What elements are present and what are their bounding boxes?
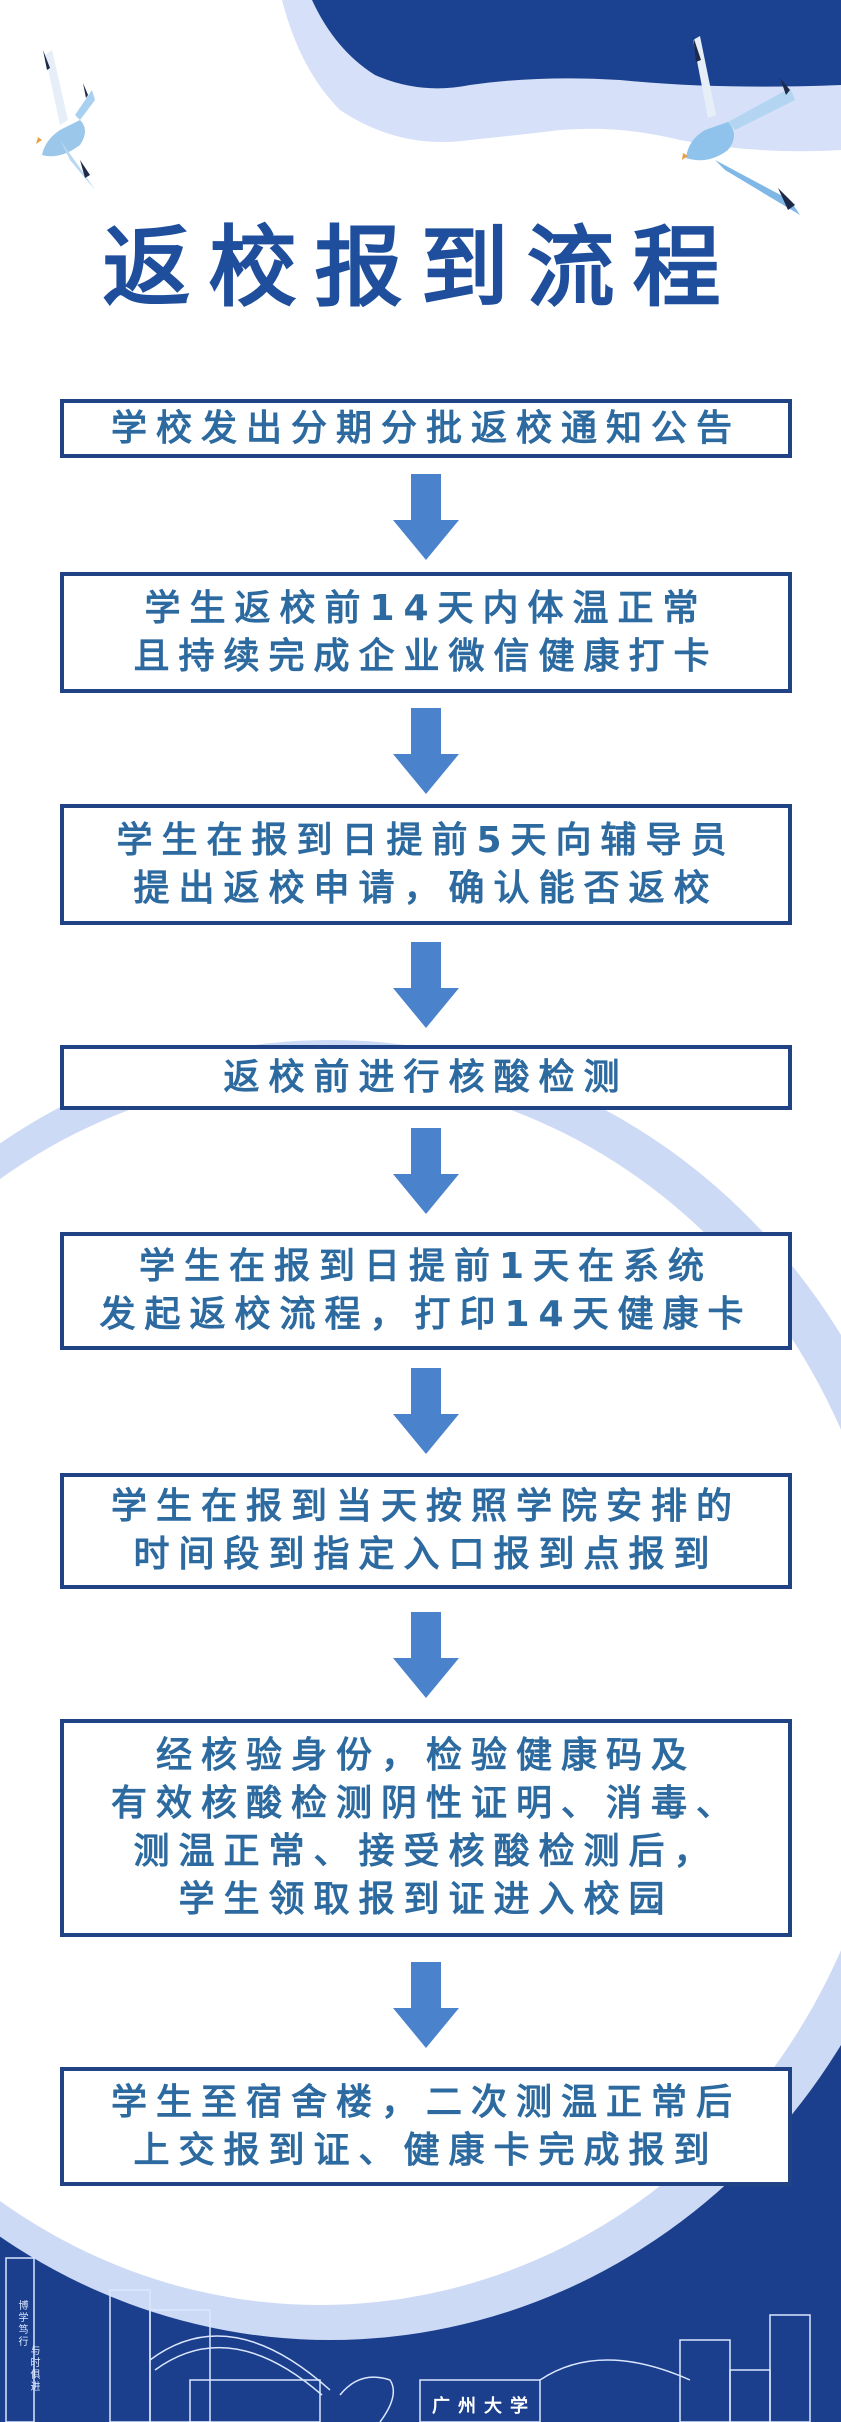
- step-4-box: 返校前进行核酸检测: [60, 1045, 792, 1110]
- step-2-box: 学生返校前14天内体温正常 且持续完成企业微信健康打卡: [60, 572, 792, 693]
- university-name: 广州大学: [432, 2396, 536, 2417]
- step-text: 上交报到证、健康卡完成报到: [133, 2129, 719, 2171]
- step-text: 经核验身份，检验健康码及: [155, 1735, 696, 1776]
- step-7-box: 经核验身份，检验健康码及 有效核酸检测阴性证明、消毒、 测温正常、接受核酸检测后…: [60, 1719, 792, 1937]
- step-text: 学校发出分期分批返校通知公告: [110, 407, 741, 449]
- arrow-down-icon: [393, 1128, 459, 1214]
- step-text: 提出返校申请，确认能否返校: [133, 867, 719, 909]
- step-1-box: 学校发出分期分批返校通知公告: [60, 399, 792, 458]
- step-text: 学生在报到日提前1天在系统: [138, 1246, 714, 1287]
- seagull-right-icon: [682, 36, 800, 215]
- step-text: 学生返校前14天内体温正常: [144, 587, 708, 629]
- arrow-down-icon: [393, 1612, 459, 1698]
- step-text: 且持续完成企业微信健康打卡: [133, 635, 719, 677]
- motto-1: 博学笃行: [16, 2300, 27, 2348]
- campus-buildings-illustration: [5, 2257, 811, 2422]
- arrow-down-icon: [393, 1962, 459, 2048]
- motto-2: 与时俱进: [28, 2345, 39, 2393]
- step-5-box: 学生在报到日提前1天在系统 发起返校流程，打印14天健康卡: [60, 1232, 792, 1350]
- step-text: 学生至宿舍楼，二次测温正常后: [110, 2081, 741, 2123]
- step-text: 有效核酸检测阴性证明、消毒、: [110, 1783, 741, 1824]
- step-8-box: 学生至宿舍楼，二次测温正常后 上交报到证、健康卡完成报到: [60, 2067, 792, 2186]
- arrow-down-icon: [393, 708, 459, 794]
- wave-navy: [312, 0, 841, 89]
- step-text: 测温正常、接受核酸检测后，: [133, 1831, 719, 1872]
- step-text: 时间段到指定入口报到点报到: [133, 1534, 719, 1575]
- step-text: 返校前进行核酸检测: [223, 1056, 629, 1098]
- step-6-box: 学生在报到当天按照学院安排的 时间段到指定入口报到点报到: [60, 1473, 792, 1589]
- step-text: 学生在报到当天按照学院安排的: [110, 1486, 741, 1527]
- step-text: 学生领取报到证进入校园: [178, 1879, 674, 1920]
- arrow-down-icon: [393, 1368, 459, 1454]
- step-text: 发起返校流程，打印14天健康卡: [99, 1294, 753, 1335]
- seagull-left-icon: [36, 50, 95, 190]
- step-text: 学生在报到日提前5天向辅导员: [116, 819, 736, 861]
- step-3-box: 学生在报到日提前5天向辅导员 提出返校申请，确认能否返校: [60, 804, 792, 925]
- arrow-down-icon: [393, 474, 459, 560]
- page-title: 返校报到流程: [102, 216, 739, 319]
- arrow-down-icon: [393, 942, 459, 1028]
